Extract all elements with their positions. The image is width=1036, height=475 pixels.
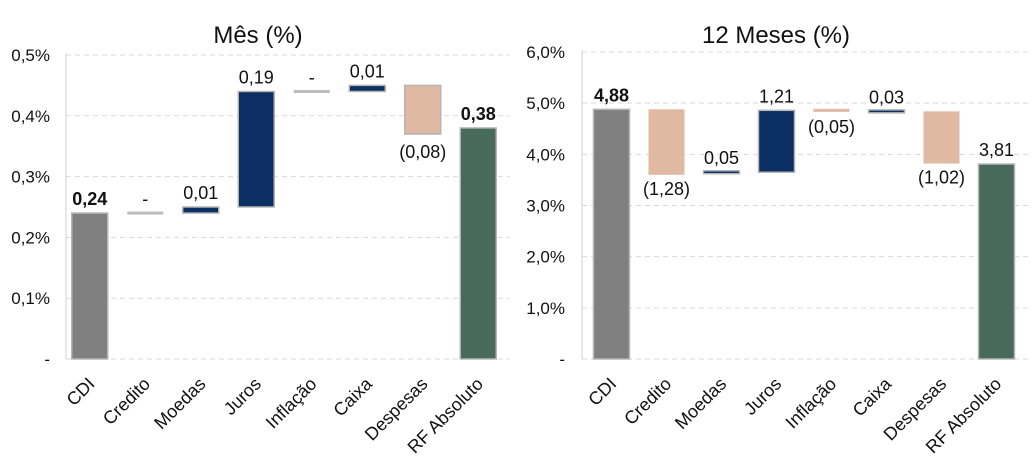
data-label: (1,28)	[643, 179, 690, 199]
bar-cdi	[71, 212, 109, 360]
data-label: -	[309, 67, 315, 87]
category-label: Credito	[620, 374, 675, 429]
y-tick-label: 0,4%	[11, 107, 50, 126]
y-tick-label: 0,5%	[11, 46, 50, 65]
chart-1: Mês (%)-0,1%0,2%0,3%0,4%0,5%0,24CDI-Cred…	[11, 22, 510, 457]
data-label: 3,81	[979, 140, 1014, 160]
chart-2: 12 Meses (%) - 1,0% 2,0% 3,0% 4,0% 5,0% 6,0% 4,8…	[526, 22, 1030, 457]
y-tick-label: 0,1%	[11, 289, 50, 308]
category-label: Moedas	[150, 374, 209, 433]
chart-title: Mês (%)	[213, 22, 302, 49]
category-label: Caixa	[329, 373, 376, 420]
y-tick-label: 2,0%	[526, 248, 565, 267]
data-label: 0,24	[72, 189, 107, 209]
bar-moedas	[702, 169, 741, 175]
data-label: 0,05	[704, 148, 739, 168]
bar-despesas	[923, 111, 960, 164]
y-tick-label: 0,3%	[11, 168, 50, 187]
bar-despesas	[404, 84, 442, 135]
bar-cdi	[592, 108, 631, 360]
category-label: Juros	[220, 374, 265, 419]
data-label: 0,01	[350, 61, 385, 81]
category-label: Moedas	[671, 374, 730, 433]
bar-caixa	[867, 109, 906, 114]
bar-credito	[648, 109, 685, 175]
bar-rf-absoluto	[459, 127, 497, 360]
data-label: 0,03	[869, 87, 904, 107]
category-label: Caixa	[849, 373, 896, 420]
data-label: 0,38	[461, 104, 496, 124]
chart-title: 12 Meses (%)	[702, 22, 850, 49]
y-tick-label: 0,2%	[11, 228, 50, 247]
category-label: CDI	[63, 374, 99, 410]
data-label: 0,01	[183, 183, 218, 203]
bar-infla-o	[813, 108, 850, 112]
category-label: Inflação	[782, 374, 841, 433]
category-label: Credito	[99, 374, 154, 429]
y-tick-label: 6,0%	[526, 43, 565, 62]
data-label: 0,19	[239, 67, 274, 87]
data-label: 4,88	[594, 85, 629, 105]
y-tick-label: -	[44, 350, 50, 369]
category-label: CDI	[584, 374, 620, 410]
data-label: (0,05)	[808, 117, 855, 137]
bar-rf-absoluto	[977, 163, 1016, 360]
data-label: -	[142, 189, 148, 209]
y-tick-label: 1,0%	[526, 299, 565, 318]
data-label: (0,08)	[399, 142, 446, 162]
bar-juros	[237, 90, 275, 208]
y-tick-label: 3,0%	[526, 197, 565, 216]
bar-caixa	[348, 84, 386, 93]
category-label: Inflação	[262, 374, 321, 433]
bar-juros	[757, 109, 796, 173]
y-tick-label: 5,0%	[526, 94, 565, 113]
data-label: 1,21	[759, 86, 794, 106]
y-tick-label: -	[559, 350, 565, 369]
category-label: Juros	[740, 374, 785, 419]
bar-infla-o	[293, 89, 330, 93]
bar-moedas	[182, 206, 220, 214]
y-tick-label: 4,0%	[526, 145, 565, 164]
data-label: (1,02)	[918, 168, 965, 188]
bar-credito	[127, 211, 164, 215]
